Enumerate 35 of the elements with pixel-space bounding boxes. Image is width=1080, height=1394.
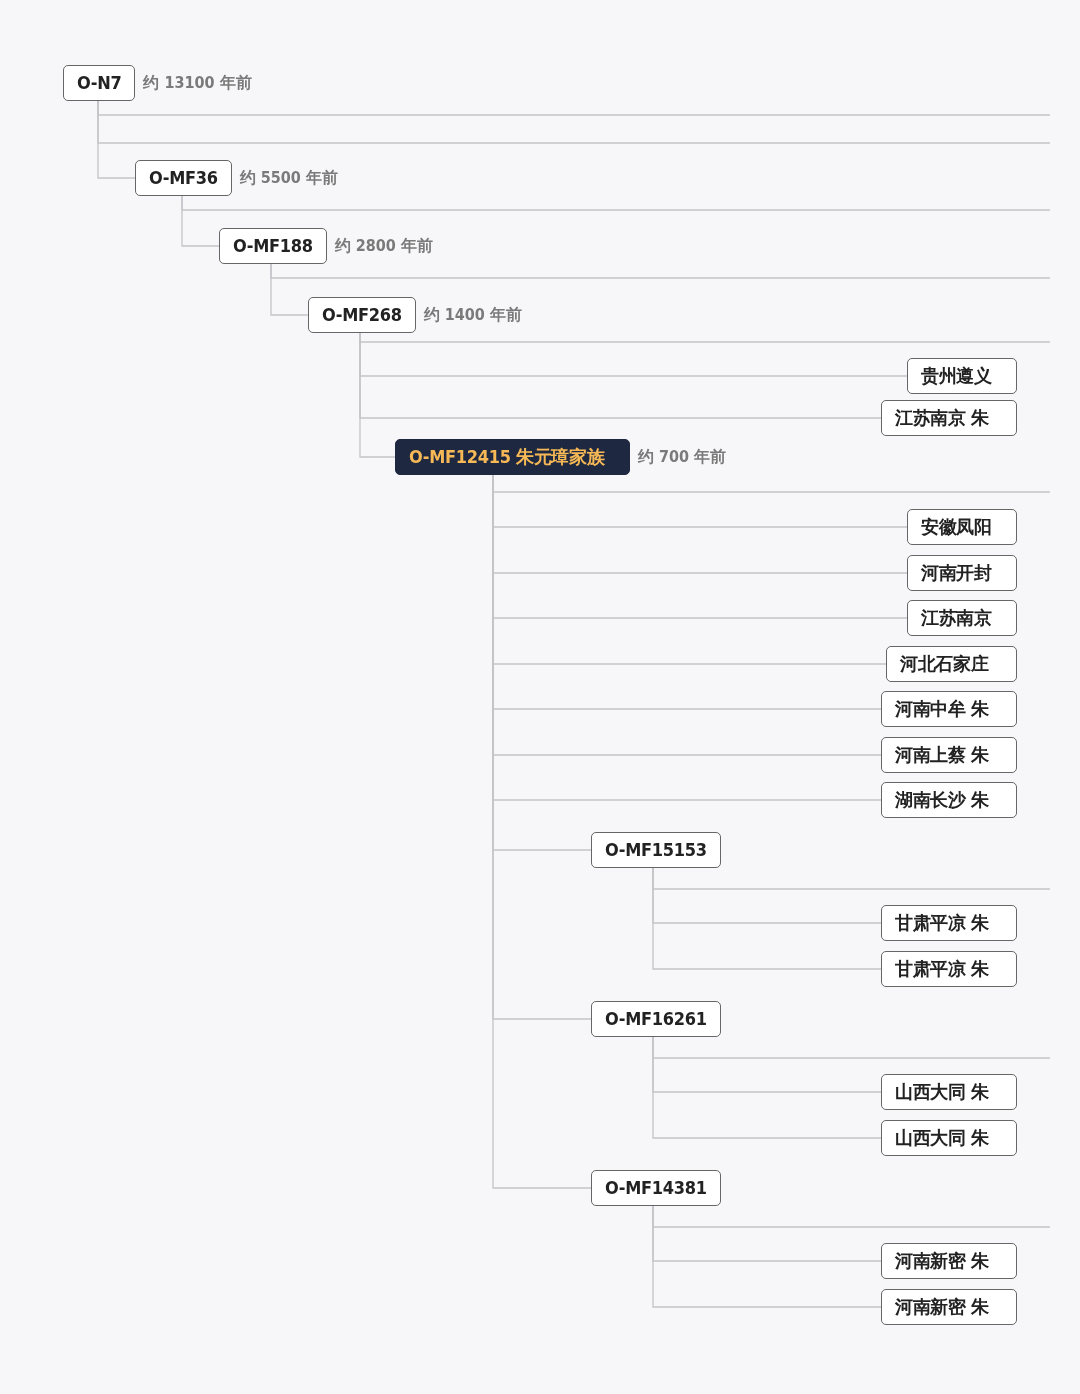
age-label: 约 13100 年前 — [143, 72, 252, 94]
haplogroup-box: 江苏南京 朱 — [881, 400, 1017, 436]
connector-line — [652, 1036, 882, 1139]
haplogroup-box: O-MF16261 — [591, 1001, 721, 1037]
haplogroup-box: O-MF14381 — [591, 1170, 721, 1206]
age-label: 约 2800 年前 — [334, 235, 433, 257]
haplogroup-box: 河北石家庄 — [886, 646, 1017, 682]
connector-line — [181, 195, 220, 247]
connector-line — [652, 1205, 882, 1308]
connector-line — [652, 867, 882, 970]
haplogroup-box: 河南中牟 朱 — [881, 691, 1017, 727]
haplogroup-box: 甘肃平凉 朱 — [881, 905, 1017, 941]
haplogroup-box: 河南上蔡 朱 — [881, 737, 1017, 773]
haplogroup-box: 山西大同 朱 — [881, 1074, 1017, 1110]
haplogroup-box: 山西大同 朱 — [881, 1120, 1017, 1156]
haplogroup-box: 湖南长沙 朱 — [881, 782, 1017, 818]
haplogroup-box: 安徽凤阳 — [907, 509, 1017, 545]
haplogroup-box: 河南新密 朱 — [881, 1243, 1017, 1279]
haplogroup-box: 江苏南京 — [907, 600, 1017, 636]
age-label: 约 700 年前 — [638, 446, 727, 468]
age-label: 约 1400 年前 — [423, 304, 522, 326]
haplogroup-box: O-MF12415 朱元璋家族 — [395, 439, 630, 475]
haplogroup-box: 甘肃平凉 朱 — [881, 951, 1017, 987]
age-label: 约 5500 年前 — [239, 167, 338, 189]
haplogroup-box: 河南开封 — [907, 555, 1017, 591]
haplogroup-box: 河南新密 朱 — [881, 1289, 1017, 1325]
haplogroup-box: O-MF15153 — [591, 832, 721, 868]
connector-line — [270, 263, 309, 316]
connector-line — [97, 100, 136, 179]
connector-line — [359, 332, 396, 458]
haplogroup-box: O-MF268 — [308, 297, 416, 333]
haplogroup-box: O-MF36 — [135, 160, 232, 196]
haplogroup-box: O-MF188 — [219, 228, 327, 264]
haplogroup-box: 贵州遵义 — [907, 358, 1017, 394]
haplogroup-box: O-N7 — [63, 65, 136, 101]
